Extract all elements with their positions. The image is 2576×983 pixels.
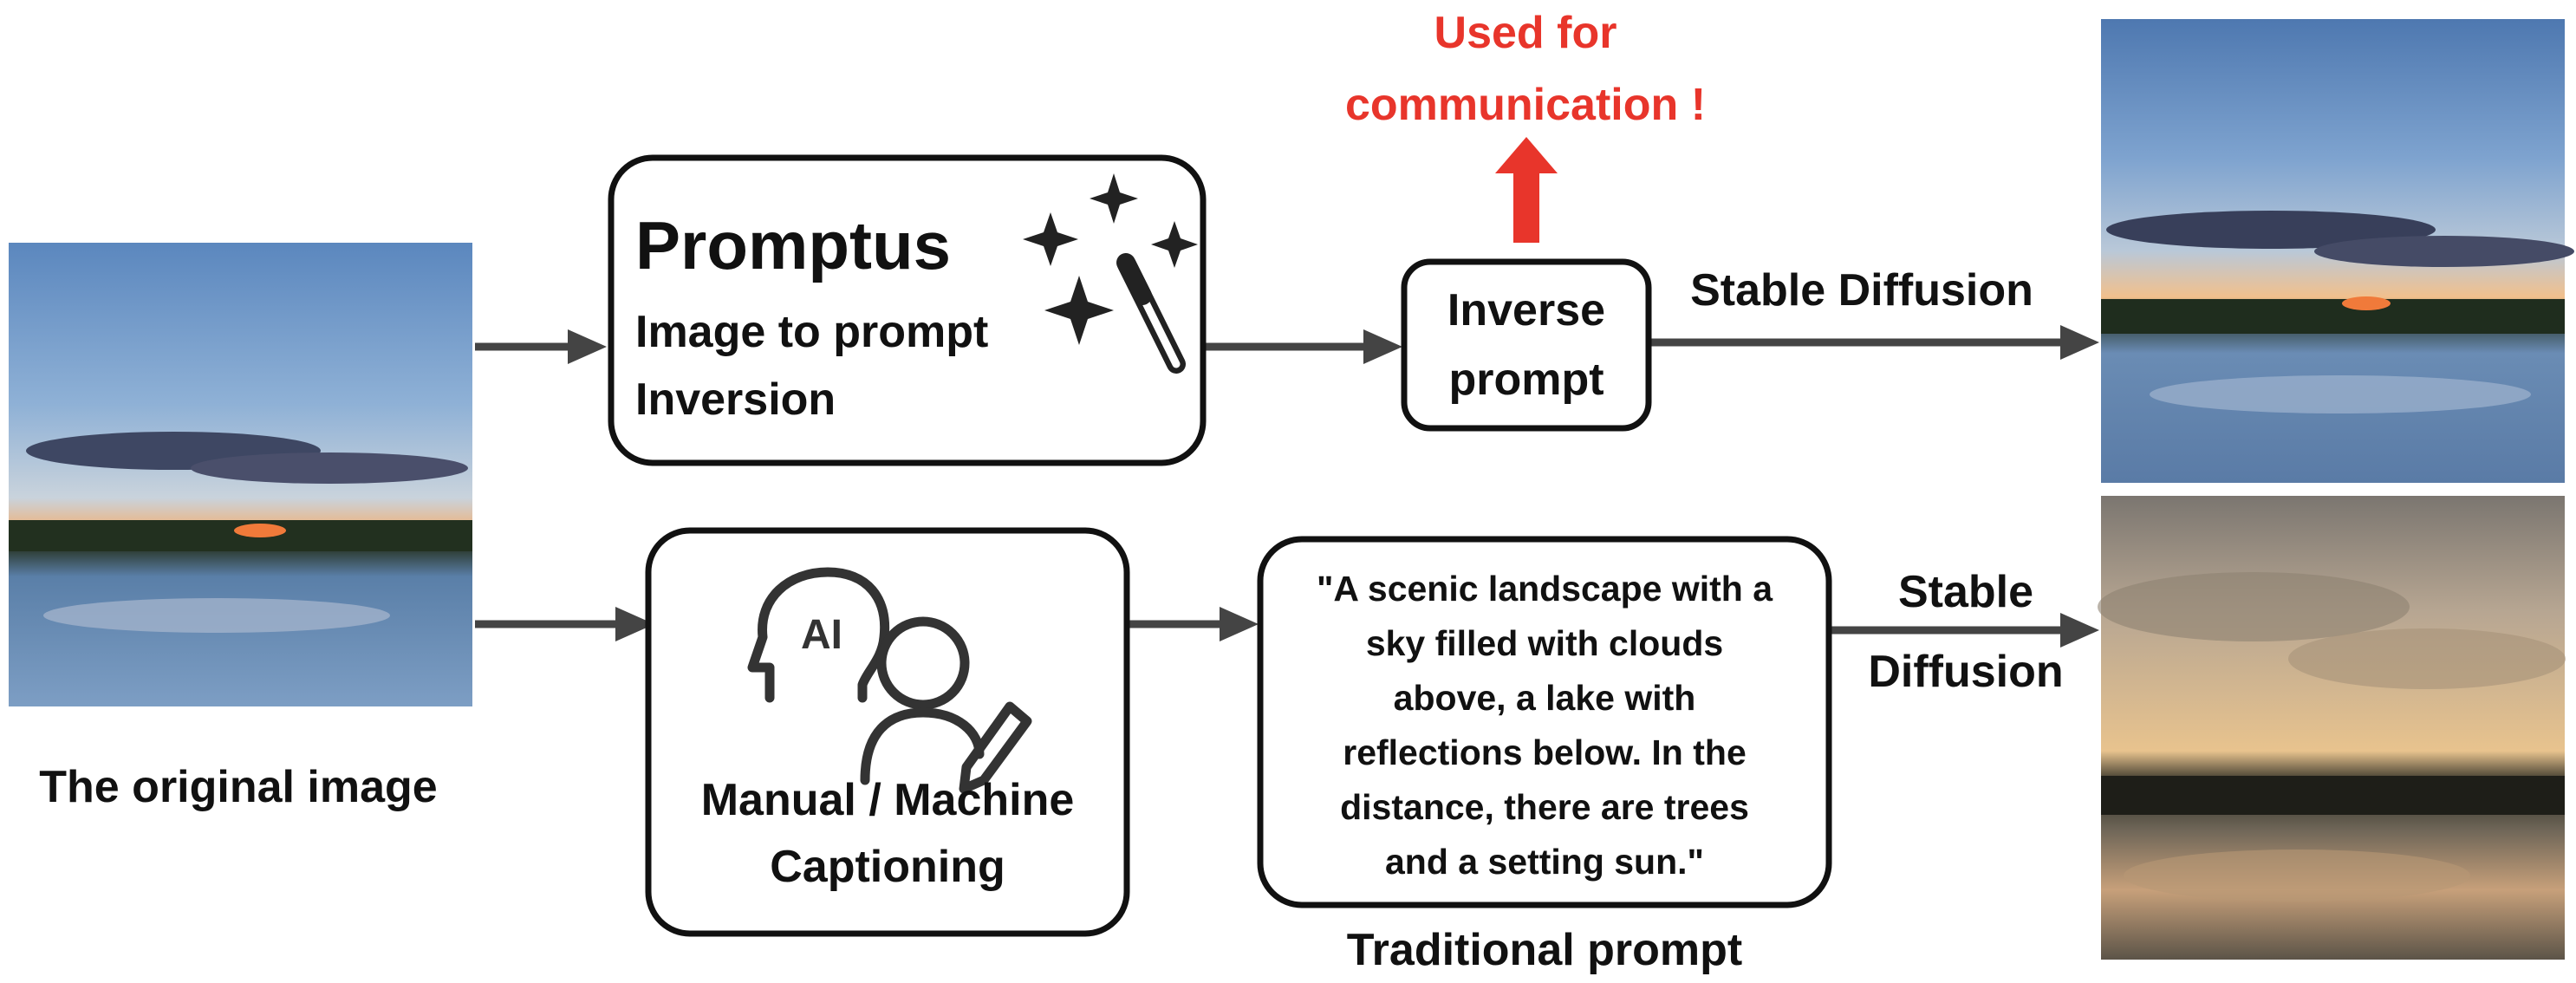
quote-line: above, a lake with [1394,678,1696,718]
used-for-line2: communication ! [1345,80,1706,130]
traditional-prompt-label: Traditional prompt [1347,925,1742,975]
ai-head-person-pen-icon [747,567,1032,794]
stable-bottom-line1: Stable [1898,567,2033,617]
promptus-line2: Inversion [635,374,836,425]
used-for-line1: Used for [1434,8,1617,58]
reconstructed-image-promptus [2101,19,2574,483]
promptus-line1: Image to prompt [635,307,988,357]
captioning-box [645,527,1130,937]
arrow-quote-to-image [1831,613,2099,648]
arrow-captioning-to-quote [1127,607,1259,641]
stable-bottom-line2: Diffusion [1868,647,2063,697]
stable-diffusion-top-label: Stable Diffusion [1690,265,2033,316]
arrow-original-to-promptus [475,329,607,364]
reconstructed-image-traditional [2098,496,2566,960]
captioning-line1: Manual / Machine [701,775,1075,825]
original-image [9,243,472,706]
promptus-title: Promptus [635,207,951,283]
quote-line: distance, there are trees [1340,787,1749,827]
quote-line: reflections below. In the [1343,732,1747,772]
inverse-prompt-box [1401,258,1652,432]
arrow-promptus-to-inverse [1205,329,1402,364]
quote-line: and a setting sun." [1385,842,1704,882]
arrow-original-to-captioning [475,607,654,641]
ai-icon-text: AI [801,612,842,658]
inverse-line2: prompt [1448,355,1603,405]
traditional-prompt-box [1257,536,1832,908]
inverse-line1: Inverse [1447,285,1605,335]
magic-wand-sparkles-icon [1023,173,1198,374]
captioning-line2: Captioning [770,842,1005,892]
original-image-label: The original image [39,762,437,812]
quote-line: sky filled with clouds [1366,623,1723,663]
arrow-inverse-to-image [1651,325,2099,360]
red-up-arrow [1495,137,1558,243]
traditional-prompt-text: "A scenic landscape with a sky filled wi… [1317,569,1773,882]
quote-line: "A scenic landscape with a [1317,569,1773,609]
